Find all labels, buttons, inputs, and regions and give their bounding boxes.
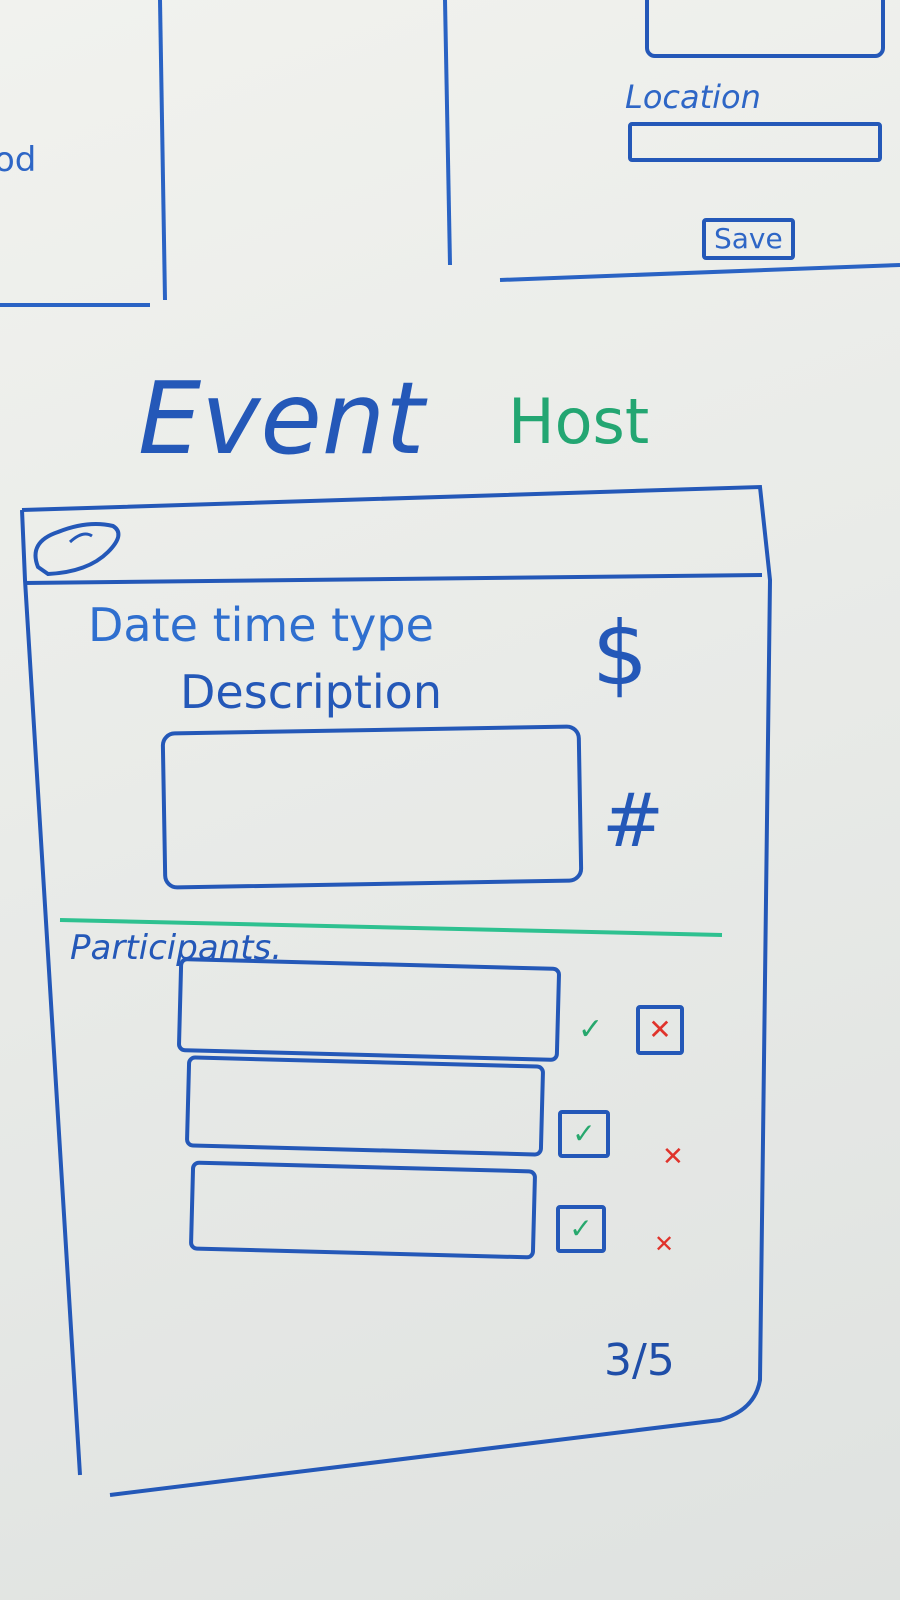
reject-mark[interactable]: ✕ bbox=[654, 1230, 675, 1258]
description-input[interactable] bbox=[160, 724, 584, 890]
reject-mark[interactable]: ✕ bbox=[662, 1142, 684, 1172]
location-label: Location bbox=[625, 78, 761, 116]
accept-checkbox[interactable]: ✓ bbox=[558, 1110, 610, 1158]
reject-checkbox[interactable]: ✕ bbox=[636, 1005, 684, 1055]
save-button[interactable]: Save bbox=[702, 218, 795, 260]
description-label: Description bbox=[180, 665, 442, 719]
partial-label: od bbox=[0, 140, 37, 180]
count-symbol[interactable]: # bbox=[602, 778, 665, 864]
participants-label: Participants. bbox=[70, 928, 283, 968]
accept-mark[interactable]: ✓ bbox=[578, 1012, 604, 1047]
price-symbol[interactable]: $ bbox=[592, 602, 648, 705]
image-placeholder bbox=[645, 0, 885, 58]
page-subtitle: Host bbox=[508, 385, 650, 458]
accept-checkbox[interactable]: ✓ bbox=[556, 1205, 606, 1253]
participant-field[interactable] bbox=[176, 957, 562, 1062]
event-meta-label: Date time type bbox=[88, 598, 434, 652]
heart-icon[interactable] bbox=[28, 512, 128, 582]
page-title: Event bbox=[138, 360, 425, 477]
participant-field[interactable] bbox=[188, 1160, 538, 1260]
participant-field[interactable] bbox=[184, 1055, 546, 1157]
location-input[interactable] bbox=[628, 122, 882, 162]
participant-count: 3/5 bbox=[604, 1335, 675, 1386]
